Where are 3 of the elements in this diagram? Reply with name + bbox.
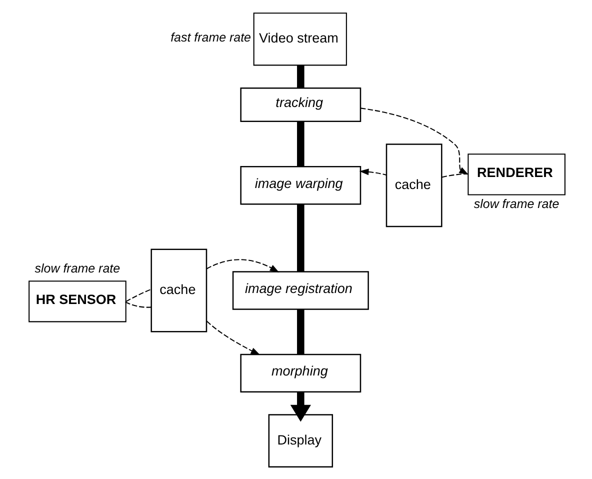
node-label: fast frame rate [170, 30, 250, 44]
node-label: slow frame rate [34, 260, 120, 275]
node-label: slow frame rate [473, 196, 559, 210]
